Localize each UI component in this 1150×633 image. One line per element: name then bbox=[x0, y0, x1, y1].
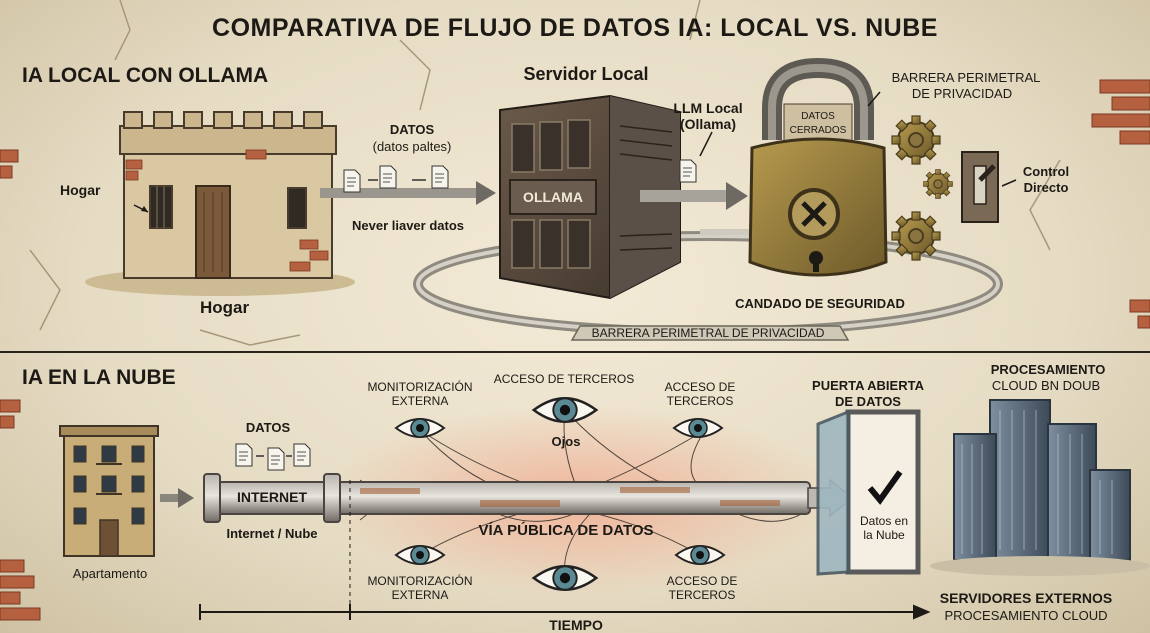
barrier-top-line2: DE PRIVACIDAD bbox=[911, 86, 1013, 101]
servers-line1: SERVIDORES EXTERNOS bbox=[939, 590, 1113, 606]
llm-label-line2: (Ollama) bbox=[679, 116, 737, 132]
wall-cracks bbox=[29, 0, 1061, 346]
control-line2: Directo bbox=[1023, 180, 1069, 195]
server-name-label: OLLAMA bbox=[523, 189, 583, 205]
local-data-subtitle: (datos paltes) bbox=[372, 139, 452, 154]
home-label-bottom: Hogar bbox=[200, 298, 250, 317]
third-right-bottom-line1: ACCESO DE bbox=[666, 574, 738, 588]
cloud-data-docs bbox=[235, 443, 311, 471]
lock-label: CANDADO DE SEGURIDAD bbox=[735, 296, 905, 311]
llm-label-line1: LLM Local bbox=[673, 100, 743, 116]
cloud-towers-illustration bbox=[930, 399, 1150, 576]
house-illustration bbox=[85, 111, 355, 296]
processing-line1: PROCESAMIENTO bbox=[990, 362, 1106, 377]
gears-illustration bbox=[891, 115, 953, 261]
servers-line2: PROCESAMIENTO CLOUD bbox=[944, 608, 1108, 623]
door-line2: DE DATOS bbox=[835, 394, 901, 409]
padlock-illustration bbox=[748, 57, 888, 277]
brick-corner-left bbox=[0, 149, 41, 621]
monitor-top-line1: MONITORIZACIÓN bbox=[367, 380, 473, 394]
third-right-top-line2: TERCEROS bbox=[666, 394, 734, 408]
server-title: Servidor Local bbox=[523, 64, 649, 84]
door-line1: PUERTA ABIERTA bbox=[812, 378, 924, 393]
open-door-illustration bbox=[816, 409, 921, 576]
third-right-top-line1: ACCESO DE bbox=[664, 380, 736, 394]
ollama-server-illustration bbox=[499, 94, 681, 300]
monitor-top-line2: EXTERNA bbox=[391, 394, 449, 408]
third-center-label: ACCESO DE TERCEROS bbox=[493, 372, 635, 386]
pipe-caption: Internet / Nube bbox=[226, 526, 318, 541]
never-label: Never liaver datos bbox=[351, 218, 465, 233]
cloud-data-title: DATOS bbox=[245, 420, 291, 435]
eyes-label: Ojos bbox=[551, 434, 581, 449]
local-data-title: DATOS bbox=[389, 122, 435, 137]
barrier-top-line1: BARRERA PERIMETRAL bbox=[891, 70, 1041, 85]
control-line1: Control bbox=[1022, 164, 1070, 179]
cloud-section-heading: IA EN LA NUBE bbox=[22, 366, 176, 389]
monitor-bottom-line1: MONITORIZACIÓN bbox=[367, 574, 473, 588]
lock-inner-line2: CERRADOS bbox=[789, 125, 847, 136]
time-axis bbox=[199, 480, 931, 620]
control-switch-illustration bbox=[867, 91, 1017, 223]
brick-corner-right bbox=[1091, 79, 1150, 329]
public-road-label: VÍA PÚBLICA DE DATOS bbox=[478, 522, 654, 539]
home-label-side: Hogar bbox=[60, 182, 101, 198]
apartment-label: Apartamento bbox=[72, 566, 148, 581]
cloud-data-line1: Datos en bbox=[859, 514, 909, 528]
third-right-bottom-line2: TERCEROS bbox=[668, 588, 736, 602]
time-label: TIEMPO bbox=[549, 617, 603, 633]
privacy-barrier-ring bbox=[413, 231, 1003, 341]
local-data-flow bbox=[320, 165, 496, 205]
apartment-illustration bbox=[59, 425, 194, 557]
cloud-data-line2: la Nube bbox=[863, 528, 905, 542]
pipe-label: INTERNET bbox=[237, 489, 307, 505]
lock-inner-line1: DATOS bbox=[801, 111, 835, 122]
barrier-ring-label: BARRERA PERIMETRAL DE PRIVACIDAD bbox=[591, 326, 825, 340]
monitor-bottom-line2: EXTERNA bbox=[391, 588, 449, 602]
local-section-heading: IA LOCAL CON OLLAMA bbox=[22, 64, 269, 87]
page-title: COMPARATIVA DE FLUJO DE DATOS IA: LOCAL … bbox=[212, 14, 938, 42]
processing-line2: CLOUD BN DOUB bbox=[991, 378, 1101, 393]
